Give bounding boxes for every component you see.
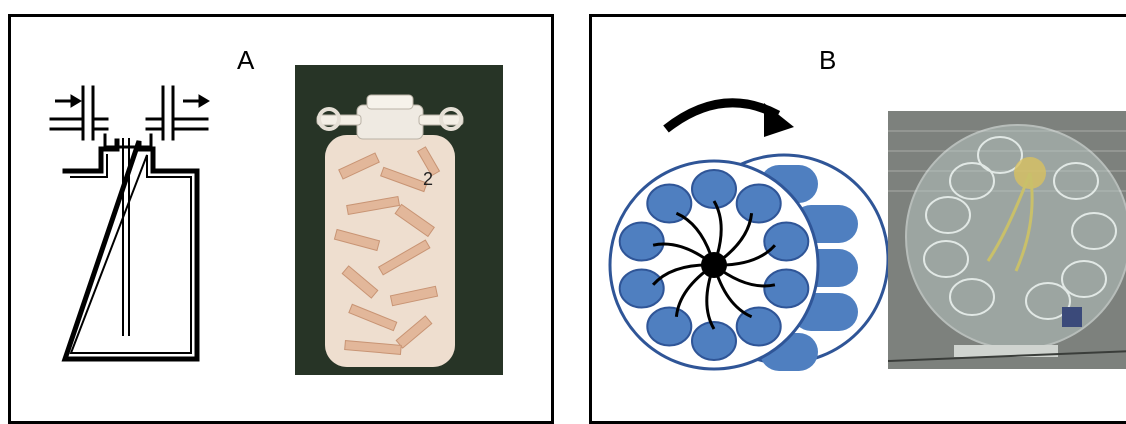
jar-number-label: 2 — [423, 169, 433, 189]
vial — [764, 270, 808, 308]
bottle-schematic — [47, 79, 225, 379]
vial — [620, 223, 664, 261]
outlet-port — [163, 87, 173, 139]
panel-b-label: B — [819, 45, 836, 76]
vial — [737, 185, 781, 223]
dip-tube — [123, 139, 129, 335]
hub-icon — [701, 252, 727, 278]
vial — [647, 308, 691, 346]
outlet-arrow-icon — [199, 95, 209, 107]
vial — [620, 270, 664, 308]
photo-jar-wood-chips: 2 — [295, 65, 503, 375]
rotation-arrow-icon — [666, 103, 778, 129]
vial — [764, 223, 808, 261]
bottle-outline — [65, 141, 197, 359]
carousel-schematic — [602, 89, 892, 379]
photo-carousel-incubator — [888, 111, 1126, 369]
panel-b: B — [589, 14, 1126, 424]
panel-a-label: A — [237, 45, 254, 76]
inlet-arrow-icon — [71, 95, 81, 107]
inlet-port — [83, 87, 93, 139]
panel-a: A — [8, 14, 554, 424]
